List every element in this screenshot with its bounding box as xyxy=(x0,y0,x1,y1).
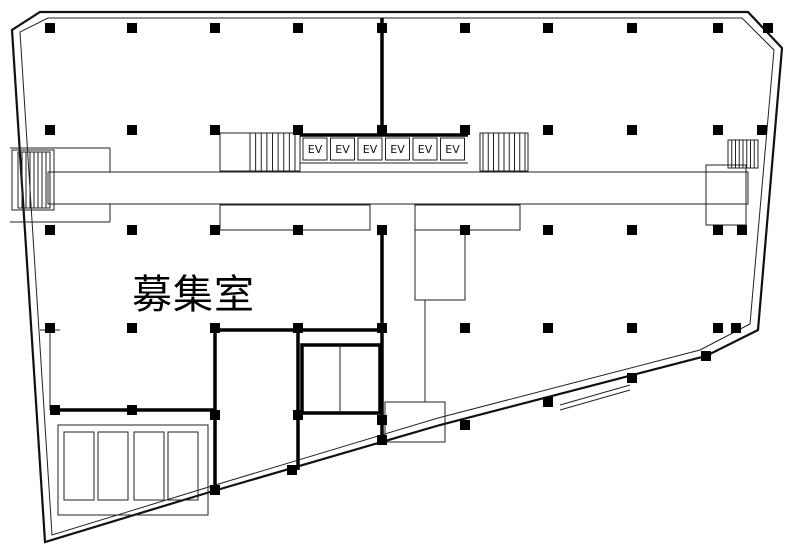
column xyxy=(543,225,553,235)
column xyxy=(627,23,637,33)
column xyxy=(460,420,470,430)
structural-columns xyxy=(45,23,773,495)
column xyxy=(127,323,137,333)
elevator-car xyxy=(412,137,438,161)
column xyxy=(763,23,773,33)
elevator-car xyxy=(357,137,383,161)
column xyxy=(377,225,387,235)
column xyxy=(210,485,220,495)
column xyxy=(627,323,637,333)
column xyxy=(627,225,637,235)
elevator-label: EV xyxy=(390,143,405,156)
vacant-room-label: 募集室 xyxy=(132,272,255,318)
stairs xyxy=(17,132,759,209)
column xyxy=(627,373,637,383)
column xyxy=(543,23,553,33)
column xyxy=(713,125,723,135)
column xyxy=(731,323,741,333)
elevator-label: EV xyxy=(335,143,350,156)
column xyxy=(757,125,767,135)
column xyxy=(460,323,470,333)
column xyxy=(287,465,297,475)
column xyxy=(210,125,220,135)
column xyxy=(543,397,553,407)
column xyxy=(127,125,137,135)
elevator-car xyxy=(330,137,355,161)
elevator-car xyxy=(302,137,328,161)
elevator-label: EV xyxy=(363,143,378,156)
elevator-label: EV xyxy=(445,143,460,156)
column xyxy=(210,410,220,420)
column xyxy=(210,23,220,33)
column xyxy=(713,23,723,33)
column xyxy=(293,125,303,135)
elevator-label: EV xyxy=(308,143,323,156)
column xyxy=(127,405,137,415)
column xyxy=(737,225,747,235)
elevator-bank: EV EV EV EV EV EV xyxy=(300,133,468,164)
column xyxy=(377,323,387,333)
column xyxy=(45,125,55,135)
column xyxy=(713,225,723,235)
column xyxy=(377,23,387,33)
column xyxy=(45,323,55,333)
column xyxy=(377,125,387,135)
column xyxy=(713,323,723,333)
column xyxy=(293,225,303,235)
column xyxy=(293,410,303,420)
column xyxy=(627,125,637,135)
column xyxy=(377,415,387,425)
elevator-car xyxy=(440,137,465,161)
elevator-label: EV xyxy=(418,143,433,156)
column xyxy=(293,323,303,333)
column xyxy=(127,225,137,235)
column xyxy=(460,225,470,235)
column xyxy=(543,323,553,333)
column xyxy=(127,23,137,33)
column xyxy=(50,405,60,415)
column xyxy=(45,225,55,235)
column xyxy=(460,23,470,33)
column xyxy=(210,225,220,235)
column xyxy=(293,23,303,33)
column xyxy=(210,323,220,333)
column xyxy=(460,125,470,135)
column xyxy=(377,435,387,445)
column xyxy=(701,351,711,361)
column xyxy=(45,23,55,33)
elevator-car xyxy=(385,137,410,161)
column xyxy=(543,125,553,135)
